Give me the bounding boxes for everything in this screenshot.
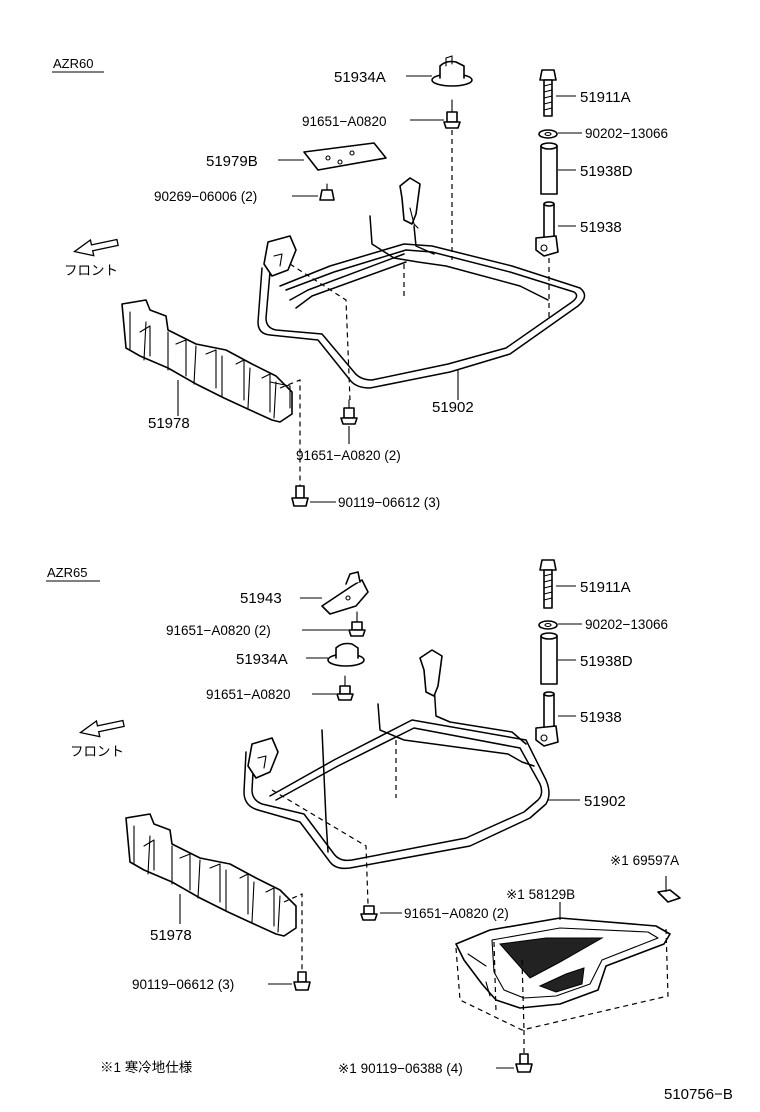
label-51978-top: 51978 [148,415,190,432]
spare-wheel-carrier-frame-51902 [257,215,586,389]
bolt-90119-06388-icon [515,1053,533,1073]
bolt-51911a-icon [539,559,557,609]
jack-support-51934a-icon [431,55,473,87]
bracket-51938-icon [535,691,559,747]
footnote: ※1 寒冷地仕様 [100,1059,193,1075]
bolt-91651-a0820-icon [336,675,354,701]
collar-51938d-icon [540,142,558,195]
label-51938-top: 51938 [580,219,622,236]
label-90269-06006: 90269−06006 (2) [154,189,257,204]
label-51911a-top: 51911A [580,89,631,106]
label-51979b: 51979B [206,153,258,170]
label-90119-06388: ※1 90119−06388 (4) [338,1061,463,1076]
label-91651-a0820-low: 91651−A0820 (2) [404,906,509,921]
label-51902-bottom: 51902 [584,793,626,810]
label-51938-bottom: 51938 [580,709,622,726]
spare-wheel-carrier-frame-51902 [243,683,550,870]
front-arrow-icon [72,238,119,257]
label-90119-06612-bottom: 90119−06612 (3) [132,977,234,992]
label-90202-13066-top: 90202−13066 [585,126,668,141]
label-51911a-bottom: 51911A [580,579,631,596]
label-51943: 51943 [240,590,282,607]
label-51934a-top: 51934A [334,69,386,86]
bolt-91651-a0820-2-icon [340,399,358,425]
hanger-hook-icon [247,737,279,779]
bracket-51938-icon [535,201,559,257]
label-51902-top: 51902 [432,399,474,416]
label-90202-13066-bottom: 90202−13066 [585,617,668,632]
label-58129b: ※1 58129B [506,887,575,902]
bolt-91651-a0820-2-icon [348,611,366,637]
washer-90202-13066-icon [538,620,558,630]
label-91651-a0820-top: 91651−A0820 [302,114,386,129]
label-51938d-bottom: 51938D [580,653,633,670]
washer-90202-13066-icon [538,129,558,139]
bolt-91651-a0820-2-icon [360,905,378,921]
hanger-hook-icon [263,235,297,277]
label-51934a-bottom: 51934A [236,651,288,668]
protector-51978-icon [121,299,293,423]
protector-51978-icon [125,813,297,937]
section-label-azr65: AZR65 [47,565,87,580]
lock-handle-icon [399,177,421,229]
under-cover-58129b-icon [455,917,671,1009]
front-arrow-icon [78,719,125,738]
bolt-90119-06612-icon [293,971,311,991]
bolt-51911a-icon [539,69,557,117]
label-69597a: ※1 69597A [610,853,679,868]
bolt-90119-06612-icon [291,485,309,507]
clip-69597a-icon [657,876,681,903]
bolt-91651-a0820-icon [443,99,461,129]
lock-handle-icon [419,649,443,697]
label-91651-a0820-bottom: 91651−A0820 [206,687,290,702]
bracket-51943-icon [321,571,369,615]
rivet-90269-06006-icon [319,183,335,201]
jack-support-51934a-icon [327,642,365,667]
label-91651-a0820-2-top: 91651−A0820 (2) [296,448,401,463]
front-label-bottom: フロント [70,744,124,759]
label-91651-a0820-2-bottom: 91651−A0820 (2) [166,623,271,638]
label-51938d-top: 51938D [580,163,633,180]
label-51978-bottom: 51978 [150,927,192,944]
label-90119-06612-top: 90119−06612 (3) [338,495,440,510]
plate-51979b-icon [303,142,387,171]
section-label-azr60: AZR60 [53,56,93,71]
front-label-top: フロント [64,263,118,278]
diagram-id: 510756−B [664,1086,733,1103]
collar-51938d-icon [540,632,558,685]
